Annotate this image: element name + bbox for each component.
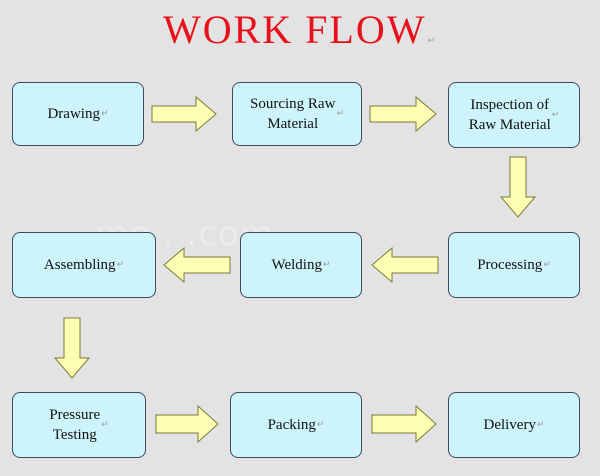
arrow-drawing-to-sourcing xyxy=(151,95,217,133)
step-label: Delivery xyxy=(483,417,536,433)
step-inspection-of-raw-material: Inspection of Raw Material↵ xyxy=(448,82,580,148)
step-pressure-testing: Pressure Testing↵ xyxy=(12,392,146,458)
arrow-assembling-to-pressure-testing xyxy=(53,317,91,379)
arrow-sourcing-to-inspection xyxy=(369,95,437,133)
diagram-title: WORK FLOW↵ xyxy=(0,8,600,63)
arrow-inspection-to-processing xyxy=(499,156,537,218)
arrow-pressure-testing-to-packing xyxy=(155,404,219,444)
step-welding: Welding↵ xyxy=(240,232,362,298)
paragraph-mark-icon: ↵ xyxy=(427,36,438,46)
paragraph-mark-icon: ↵ xyxy=(316,420,325,430)
arrow-packing-to-delivery xyxy=(371,404,437,444)
step-label: Sourcing Raw Material xyxy=(250,96,336,132)
paragraph-mark-icon: ↵ xyxy=(116,260,125,270)
step-label: Packing xyxy=(267,417,316,433)
paragraph-mark-icon: ↵ xyxy=(322,260,331,270)
step-label: Processing xyxy=(477,257,543,273)
step-delivery: Delivery↵ xyxy=(448,392,580,458)
paragraph-mark-icon: ↵ xyxy=(536,420,545,430)
arrow-processing-to-welding xyxy=(371,246,439,284)
step-assembling: Assembling↵ xyxy=(12,232,156,298)
step-label: Assembling xyxy=(43,257,116,273)
arrow-welding-to-assembling xyxy=(163,246,231,284)
paragraph-mark-icon: ↵ xyxy=(100,109,109,119)
step-label: Welding xyxy=(271,257,322,273)
diagram-title-text: WORK FLOW xyxy=(162,7,427,52)
paragraph-mark-icon: ↵ xyxy=(551,110,560,120)
step-drawing: Drawing↵ xyxy=(12,82,144,146)
step-processing: Processing↵ xyxy=(448,232,580,298)
paragraph-mark-icon: ↵ xyxy=(543,260,551,270)
paragraph-mark-icon: ↵ xyxy=(336,109,344,119)
step-packing: Packing↵ xyxy=(230,392,362,458)
paragraph-mark-icon: ↵ xyxy=(101,420,109,430)
step-label: Drawing xyxy=(47,106,100,122)
step-label: Inspection of Raw Material xyxy=(468,97,551,133)
step-label: Pressure Testing xyxy=(49,407,101,443)
step-sourcing-raw-material: Sourcing Raw Material↵ xyxy=(232,82,362,146)
